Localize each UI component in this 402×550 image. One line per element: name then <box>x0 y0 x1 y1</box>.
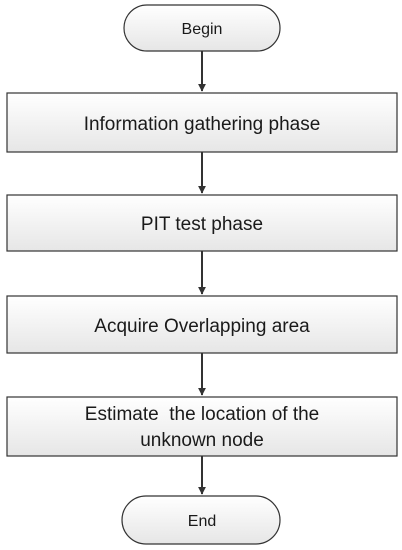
process-acquire-overlapping: Acquire Overlapping area <box>6 295 398 354</box>
begin-terminal-label: Begin <box>182 21 223 38</box>
process-pit-test-shape <box>6 194 398 252</box>
process-estimate-location-shape <box>6 396 398 457</box>
end-terminal-shape <box>121 495 281 545</box>
process-pit-test-label: PIT test phase <box>141 214 263 235</box>
begin-terminal: Begin <box>123 4 281 52</box>
process-estimate-location-label-line2: unknown node <box>140 430 264 451</box>
process-information-gathering: Information gathering phase <box>6 92 398 153</box>
process-acquire-overlapping-label: Acquire Overlapping area <box>94 316 310 337</box>
process-estimate-location-label-line1: Estimate the location of the <box>85 404 319 425</box>
end-terminal: End <box>121 495 281 545</box>
process-acquire-overlapping-shape <box>6 295 398 354</box>
process-pit-test: PIT test phase <box>6 194 398 252</box>
process-information-gathering-label: Information gathering phase <box>84 114 321 135</box>
process-estimate-location: Estimate the location of the unknown nod… <box>6 396 398 457</box>
end-terminal-label: End <box>188 513 216 530</box>
process-information-gathering-shape <box>6 92 398 153</box>
begin-terminal-shape <box>123 4 281 52</box>
